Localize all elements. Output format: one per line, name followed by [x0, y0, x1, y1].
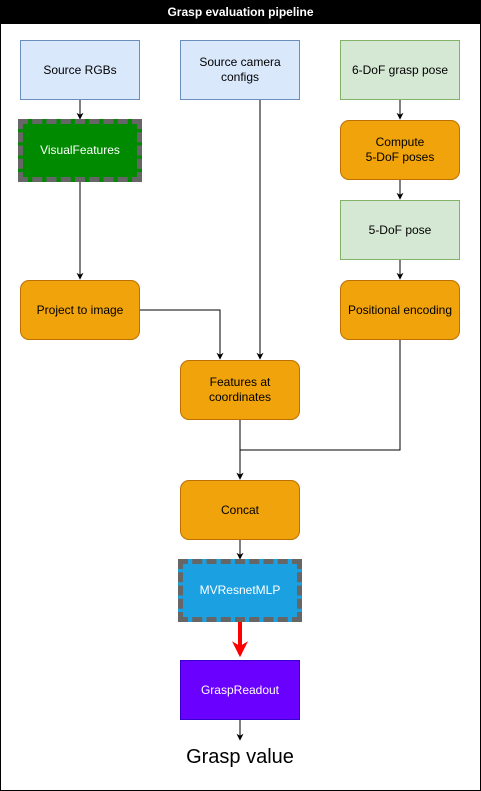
grasp-pose-label: 6-DoF grasp pose — [351, 62, 449, 77]
grasp-pose-node: 6-DoF grasp pose — [340, 40, 460, 100]
mvresnet-mlp-node: MVResnetMLP — [178, 559, 302, 622]
positional-encoding-node: Positional encoding — [340, 280, 460, 340]
project-to-image-label: Project to image — [36, 302, 124, 317]
grasp-readout-label: GraspReadout — [200, 682, 280, 697]
compute-5dof-label: Compute 5-DoF poses — [365, 135, 435, 164]
project-to-image-node: Project to image — [20, 280, 140, 340]
concat-node: Concat — [180, 480, 300, 540]
grasp-value-output: Grasp value — [186, 746, 294, 768]
compute-5dof-node: Compute 5-DoF poses — [340, 120, 460, 180]
edge-encoding-to-concat — [236, 340, 401, 480]
mvresnet-mlp-label: MVResnetMLP — [199, 583, 281, 597]
visual-features-node: VisualFeatures — [18, 119, 142, 182]
source-rgbs-node: Source RGBs — [20, 40, 140, 100]
five-dof-pose-node: 5-DoF pose — [340, 200, 460, 260]
source-rgbs-label: Source RGBs — [43, 62, 117, 77]
source-camera-configs-label: Source camera configs — [199, 55, 281, 84]
diagram-title: Grasp evaluation pipeline — [0, 0, 481, 24]
source-camera-configs-node: Source camera configs — [180, 40, 300, 100]
concat-label: Concat — [220, 502, 260, 517]
grasp-readout-node: GraspReadout — [180, 660, 300, 720]
features-at-coordinates-node: Features at coordinates — [180, 360, 300, 420]
positional-encoding-label: Positional encoding — [347, 302, 453, 317]
features-at-coordinates-label: Features at coordinates — [208, 375, 272, 404]
edge-project-to-features — [140, 309, 224, 360]
visual-features-label: VisualFeatures — [40, 143, 120, 157]
five-dof-pose-label: 5-DoF pose — [368, 222, 432, 237]
